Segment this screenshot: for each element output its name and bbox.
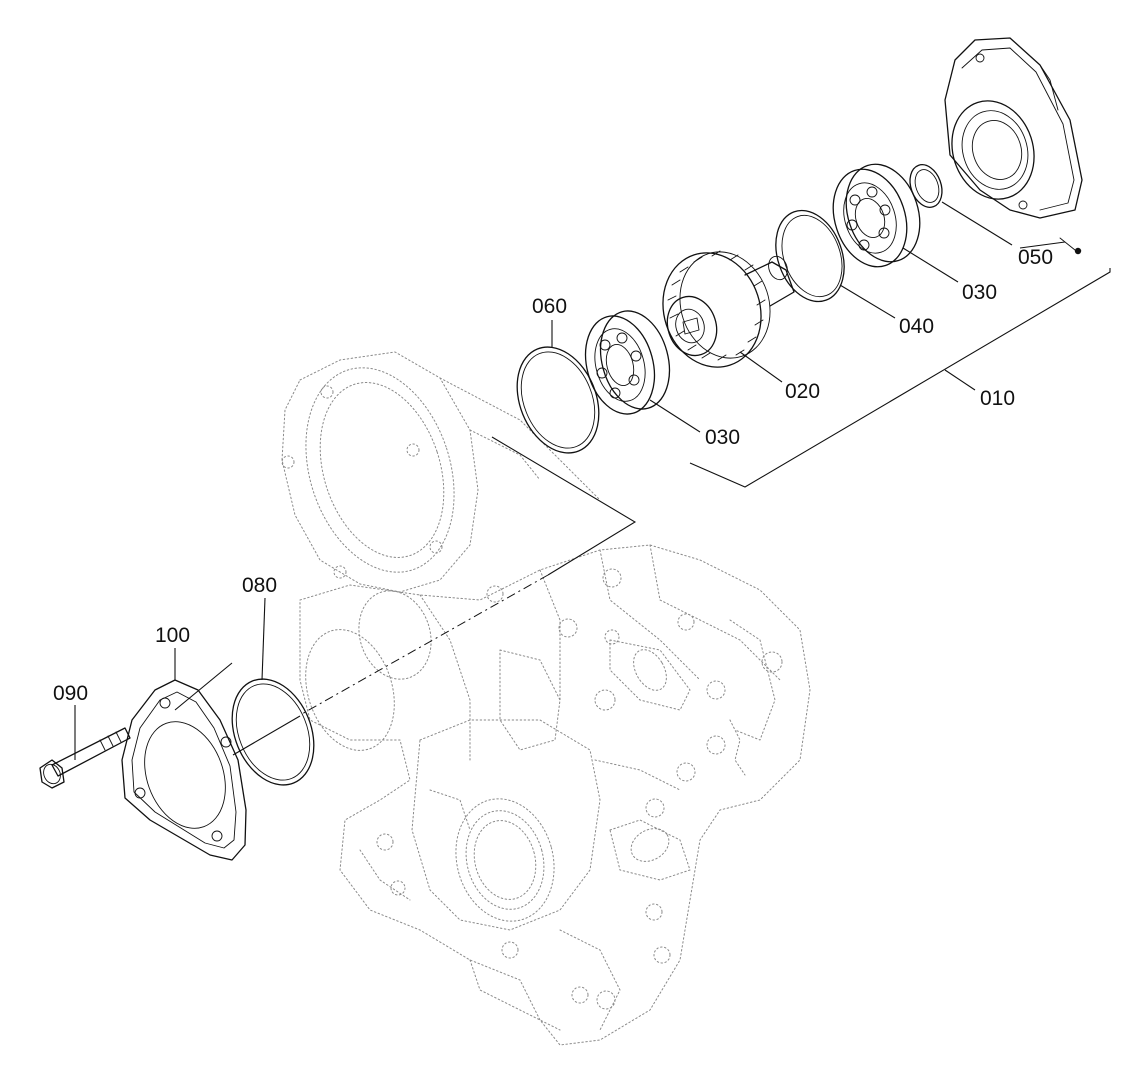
callout-leaders (74, 201, 1066, 760)
cover-plate-part (121, 679, 247, 861)
bolt-part (39, 727, 131, 789)
callout-050: 050 (1018, 246, 1053, 269)
leader-030-upper (902, 247, 959, 283)
leader-050 (941, 201, 1013, 246)
leader-010 (944, 369, 976, 391)
callout-030-lower: 030 (705, 426, 740, 449)
leader-080 (261, 597, 266, 681)
bearing-upper-part (832, 163, 921, 268)
callout-100: 100 (155, 624, 190, 647)
leader-010-dot (1019, 241, 1066, 249)
leader-040 (839, 284, 896, 319)
o-ring-060-part (516, 346, 600, 454)
callout-labels: 050 030 040 020 010 030 060 080 100 090 (53, 246, 1053, 705)
bearing-lower-part (584, 310, 671, 415)
callout-080: 080 (242, 574, 277, 597)
callout-040: 040 (899, 315, 934, 338)
snap-ring-part (909, 164, 943, 208)
o-ring-080-part (231, 678, 315, 786)
end-housing-part (944, 37, 1083, 219)
gear-case-housing-ghost (281, 351, 811, 1046)
assembly-guide-lines (174, 237, 1111, 756)
gear-shaft-part (662, 250, 795, 368)
leader-030-lower (649, 399, 701, 433)
callout-030-upper: 030 (962, 281, 997, 304)
callout-060: 060 (532, 295, 567, 318)
leader-020 (739, 351, 783, 383)
callout-020: 020 (785, 380, 820, 403)
callout-090: 090 (53, 682, 88, 705)
callout-010: 010 (980, 387, 1015, 410)
reference-dot (1074, 247, 1082, 255)
